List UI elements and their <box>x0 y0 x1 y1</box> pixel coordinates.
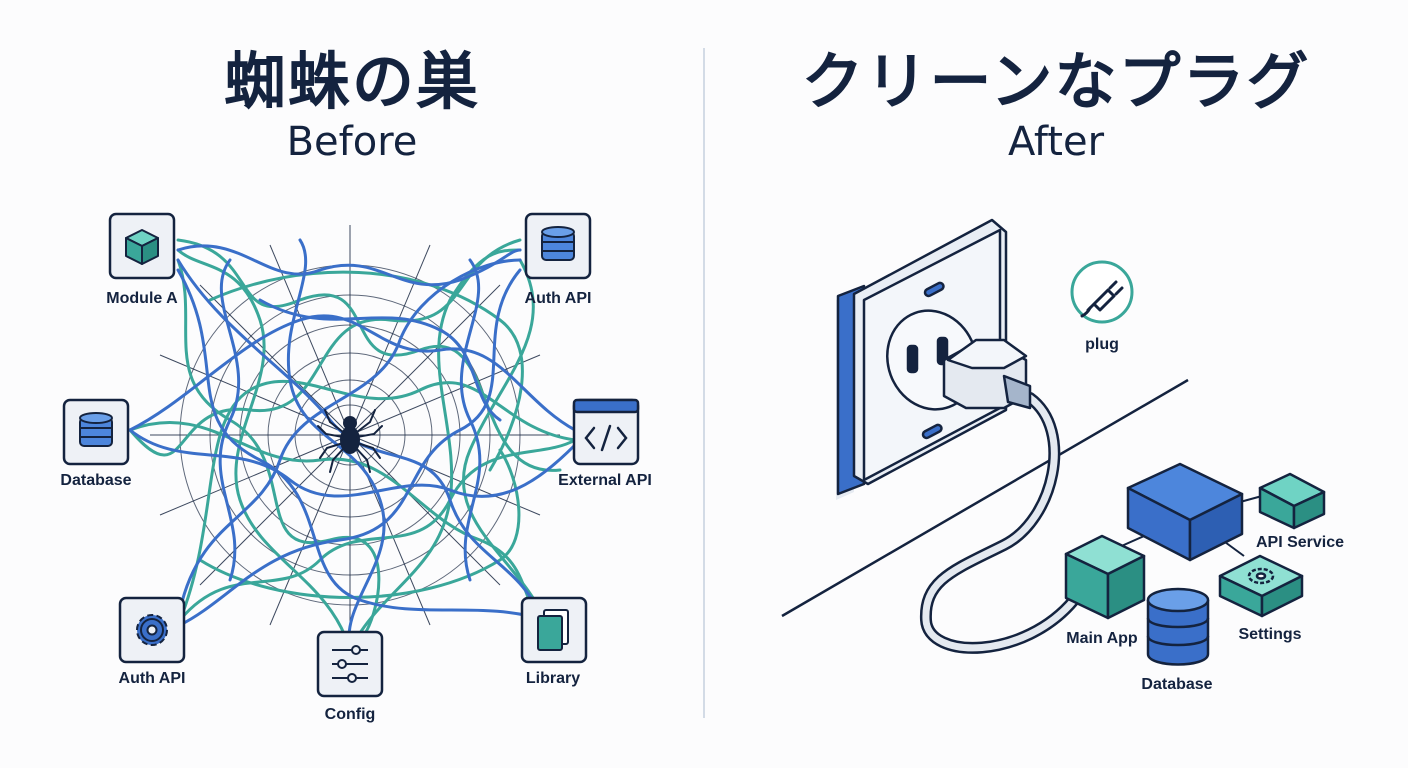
clean-plug-diagram <box>781 218 1326 666</box>
cube-icon <box>125 229 159 265</box>
node-auth-api-bottom <box>118 596 186 664</box>
hub-module <box>1126 462 1244 562</box>
node-config <box>316 630 384 698</box>
before-subtitle: Before <box>286 119 418 165</box>
plug-icon <box>1070 260 1134 324</box>
spiderweb-diagram <box>62 212 640 698</box>
before-title: 蜘蛛の巣 <box>223 45 480 118</box>
database-icon <box>79 412 113 447</box>
panel-divider <box>703 48 705 718</box>
spider-icon <box>317 409 383 473</box>
node-label-module-a: Module A <box>106 290 178 307</box>
wall-outlet <box>836 218 1008 500</box>
after-panel: クリーンなプラグ After <box>704 0 1408 768</box>
node-database <box>62 398 130 466</box>
sliders-icon <box>332 645 368 683</box>
module-label-database: Database <box>1141 676 1213 693</box>
wall-floor-line <box>781 378 1189 618</box>
gear-icon <box>136 614 168 646</box>
plug-label: plug <box>1085 336 1119 353</box>
node-label-database: Database <box>60 472 132 489</box>
main-app-module <box>1064 534 1146 620</box>
after-title: クリーンなプラグ <box>801 45 1311 118</box>
module-label-api-service: API Service <box>1255 534 1345 551</box>
module-label-main-app: Main App <box>1066 630 1138 647</box>
node-external-api <box>572 398 640 466</box>
node-auth-api-top <box>524 212 592 280</box>
node-library <box>520 596 588 664</box>
node-label-library: Library <box>525 670 581 687</box>
module-label-settings: Settings <box>1238 626 1302 643</box>
node-label-auth-api-bottom: Auth API <box>118 670 186 687</box>
node-module-a <box>108 212 176 280</box>
node-label-config: Config <box>324 706 376 723</box>
database-icon <box>1146 587 1210 666</box>
before-panel: 蜘蛛の巣 Before <box>60 45 652 724</box>
tangled-wires-blue <box>128 238 577 652</box>
plug-and-cable <box>919 338 1080 654</box>
api-service-module <box>1258 472 1326 530</box>
files-icon <box>537 609 569 651</box>
settings-module <box>1218 554 1304 618</box>
node-label-auth-api-top: Auth API <box>524 290 592 307</box>
database-icon <box>541 226 575 261</box>
code-window-icon <box>584 424 628 452</box>
gear-icon <box>1247 567 1275 585</box>
node-label-external-api: External API <box>558 472 652 489</box>
after-subtitle: After <box>1007 119 1105 165</box>
